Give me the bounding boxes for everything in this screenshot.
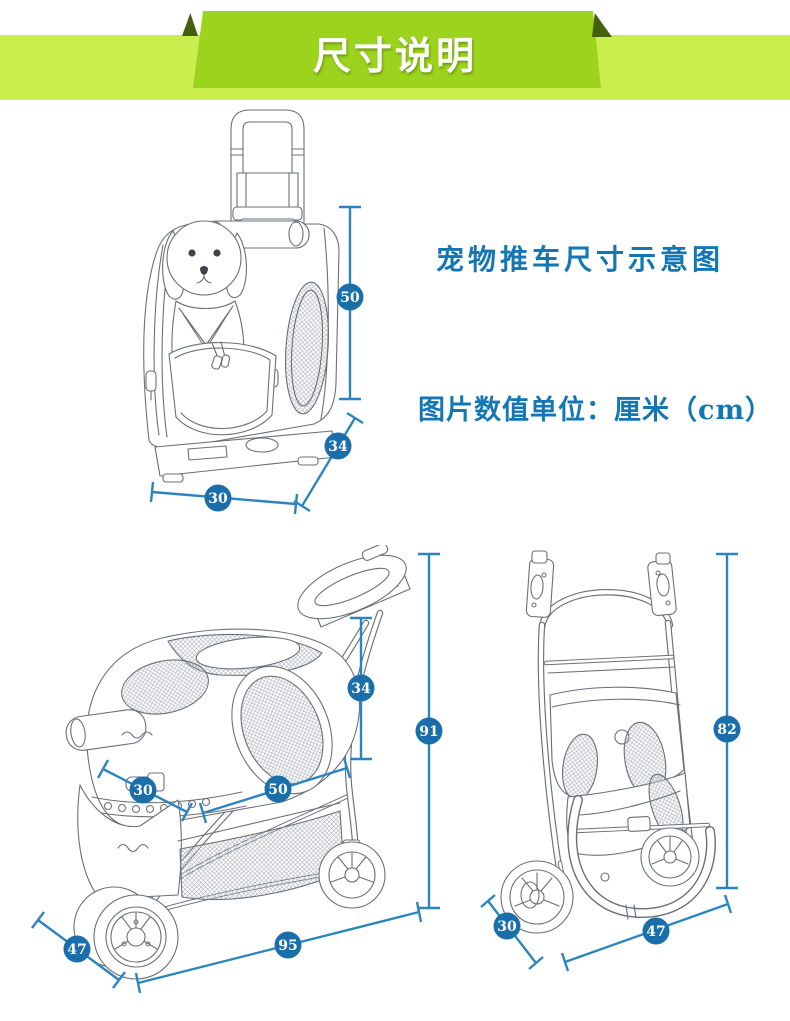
svg-text:91: 91 bbox=[419, 724, 438, 740]
dim-badge-stroller-wheel-depth: 47 bbox=[63, 935, 91, 963]
dim-badge-stroller-carrier-height: 34 bbox=[347, 674, 375, 702]
folded-left-wheel bbox=[500, 860, 574, 934]
dim-badge-carrier-height: 50 bbox=[336, 283, 364, 311]
svg-text:30: 30 bbox=[133, 783, 153, 799]
rear-wheel bbox=[318, 839, 386, 909]
stroller-diagram: 34 91 30 50 47 95 bbox=[31, 545, 443, 994]
brand-logo-squiggle bbox=[121, 731, 153, 739]
unit-note-text: 图片数值单位：厘米（cm） bbox=[418, 395, 774, 426]
dim-badge-stroller-overall-height: 91 bbox=[415, 717, 443, 745]
dim-badge-stroller-front-width: 30 bbox=[129, 776, 157, 804]
dim-badge-folded-height: 82 bbox=[713, 715, 741, 743]
svg-text:50: 50 bbox=[268, 782, 288, 798]
carrier-diagram: 50 34 30 bbox=[143, 109, 364, 515]
stroller-sketch bbox=[65, 545, 411, 980]
dim-badge-folded-depth: 47 bbox=[642, 917, 670, 945]
svg-text:82: 82 bbox=[717, 722, 736, 738]
dim-badge-stroller-carrier-length: 50 bbox=[264, 775, 292, 803]
svg-text:95: 95 bbox=[278, 938, 297, 954]
svg-text:34: 34 bbox=[351, 681, 371, 697]
dim-badge-folded-width: 30 bbox=[493, 912, 521, 940]
carrier-dimensions: 50 34 30 bbox=[149, 205, 364, 515]
front-wheel bbox=[73, 886, 179, 980]
dim-badge-carrier-width: 30 bbox=[204, 484, 232, 512]
svg-text:30: 30 bbox=[497, 919, 517, 935]
banner-ribbon bbox=[193, 11, 601, 88]
page-title: 尺寸说明 bbox=[312, 36, 477, 78]
ribbon-fold-right bbox=[592, 13, 612, 37]
svg-text:47: 47 bbox=[646, 924, 665, 940]
dim-badge-carrier-depth: 34 bbox=[324, 432, 352, 460]
carrier-sketch bbox=[143, 109, 340, 483]
diagram-title-text: 宠物推车尺寸示意图 bbox=[436, 243, 725, 276]
svg-text:34: 34 bbox=[328, 439, 348, 455]
svg-text:30: 30 bbox=[208, 491, 228, 507]
brand-logo-squiggle bbox=[117, 843, 149, 853]
ribbon-fold-left bbox=[182, 13, 198, 36]
folded-dimensions: 82 30 47 bbox=[480, 552, 741, 972]
stroller-dimensions: 34 91 30 50 47 95 bbox=[31, 552, 443, 994]
folded-stroller-diagram: 82 30 47 bbox=[480, 550, 741, 972]
dim-badge-stroller-overall-length: 95 bbox=[274, 931, 302, 959]
folded-rear-wheel bbox=[640, 827, 700, 887]
svg-text:50: 50 bbox=[340, 290, 360, 306]
svg-text:47: 47 bbox=[67, 942, 86, 958]
folded-stroller-sketch bbox=[500, 550, 716, 934]
